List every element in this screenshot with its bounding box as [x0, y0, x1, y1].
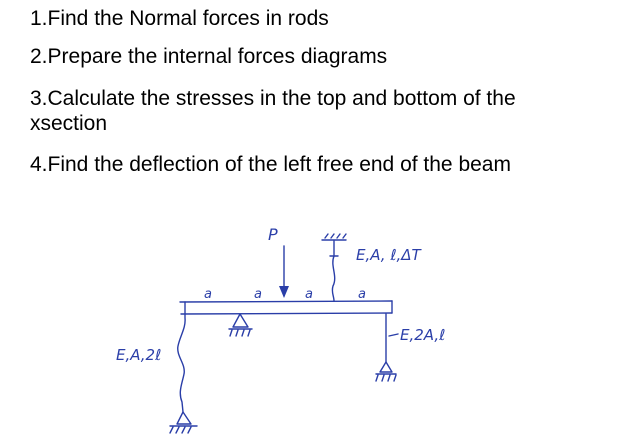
span-label-3: a	[305, 287, 313, 302]
beam	[179, 300, 393, 315]
load-label: P	[268, 225, 278, 244]
right-rod-leader	[388, 333, 399, 337]
left-rod	[177, 301, 186, 413]
top-rod	[321, 233, 347, 302]
task-4-text: 4.Find the deflection of the left free e…	[30, 153, 511, 176]
span-label-2: a	[254, 287, 262, 302]
right-ground-support	[375, 361, 397, 382]
left-ground-support	[169, 411, 198, 434]
middle-pin-support	[228, 313, 253, 337]
span-label-4: a	[358, 287, 366, 302]
right-rod-props-label: E,2A,ℓ	[400, 326, 445, 344]
task-1-text: 1.Find the Normal forces in rods	[30, 7, 329, 30]
beam-props-label: E,A, ℓ,ΔT	[356, 246, 423, 264]
span-label-1: a	[204, 287, 212, 302]
load-arrow-p	[279, 245, 289, 298]
task-2-text: 2.Prepare the internal forces diagrams	[30, 45, 388, 68]
left-rod-props-label: E,A,2ℓ	[116, 346, 161, 364]
task-3-text: 3.Calculate the stresses in the top and …	[30, 87, 516, 135]
